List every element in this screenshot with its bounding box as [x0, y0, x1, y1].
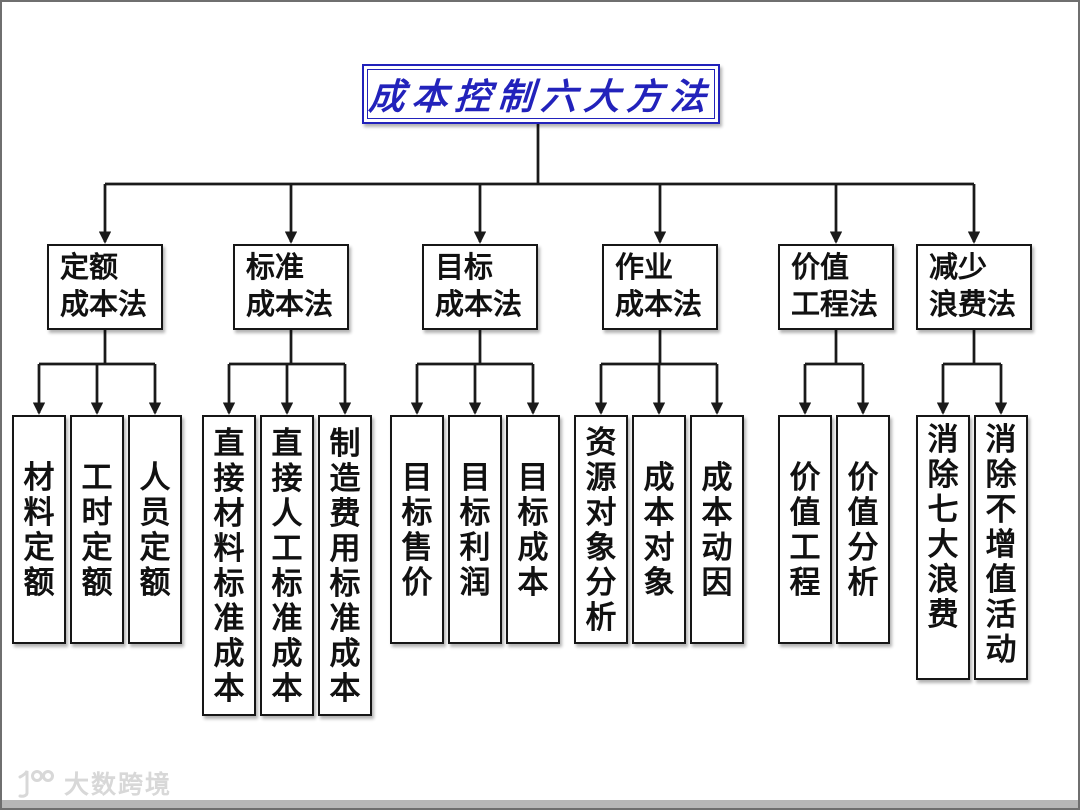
leaf-target-profit: 目标利润 [448, 415, 502, 644]
leaf-material-quota: 材料定额 [12, 415, 66, 644]
bottom-gray-bar [2, 800, 1078, 808]
leaf-manufacturing-overhead-standard-cost: 制造费用标准成本 [318, 415, 372, 716]
node-standard-costing: 标准 成本法 [233, 244, 349, 330]
leaf-personnel-quota: 人员定额 [128, 415, 182, 644]
watermark: 大数跨境 [14, 766, 172, 800]
leaf-resource-object-analysis: 资源对象分析 [574, 415, 628, 644]
leaf-value-engineering: 价值工程 [778, 415, 832, 644]
root-title: 成本控制六大方法 [367, 76, 715, 118]
node-label-line: 成本法 [60, 289, 148, 321]
node-label-line: 成本法 [246, 289, 334, 321]
watermark-text: 大数跨境 [64, 771, 173, 799]
node-target-costing: 目标 成本法 [422, 244, 538, 330]
node-label-line: 工程法 [791, 289, 879, 321]
leaf-target-cost: 目标成本 [506, 415, 560, 644]
node-label-line: 成本法 [435, 289, 523, 321]
leaf-cost-object: 成本对象 [632, 415, 686, 644]
leaf-cost-driver: 成本动因 [690, 415, 744, 644]
leaf-labor-hour-quota: 工时定额 [70, 415, 124, 644]
node-waste-reduction: 减少 浪费法 [916, 244, 1032, 330]
node-quota-costing: 定额 成本法 [47, 244, 163, 330]
node-activity-costing: 作业 成本法 [602, 244, 718, 330]
node-label-line: 作业 [615, 252, 674, 284]
node-label-line: 成本法 [615, 289, 703, 321]
node-label-line: 价值 [791, 252, 850, 284]
leaf-direct-labor-standard-cost: 直接人工标准成本 [260, 415, 314, 716]
node-label-line: 浪费法 [929, 289, 1017, 321]
node-label-line: 减少 [929, 252, 988, 284]
node-label-line: 定额 [60, 252, 119, 284]
leaf-eliminate-non-value-activities: 消除不增值活动 [974, 415, 1028, 680]
leaf-eliminate-seven-wastes: 消除七大浪费 [916, 415, 970, 680]
node-value-engineering: 价值 工程法 [778, 244, 894, 330]
root-node: 成本控制六大方法 [362, 64, 720, 124]
watermark-logo-icon [18, 770, 54, 798]
leaf-target-price: 目标售价 [390, 415, 444, 644]
leaf-direct-material-standard-cost: 直接材料标准成本 [202, 415, 256, 716]
node-label-line: 目标 [435, 252, 494, 284]
leaf-value-analysis: 价值分析 [836, 415, 890, 644]
root-node-inner-border: 成本控制六大方法 [367, 69, 715, 119]
node-label-line: 标准 [246, 252, 305, 284]
